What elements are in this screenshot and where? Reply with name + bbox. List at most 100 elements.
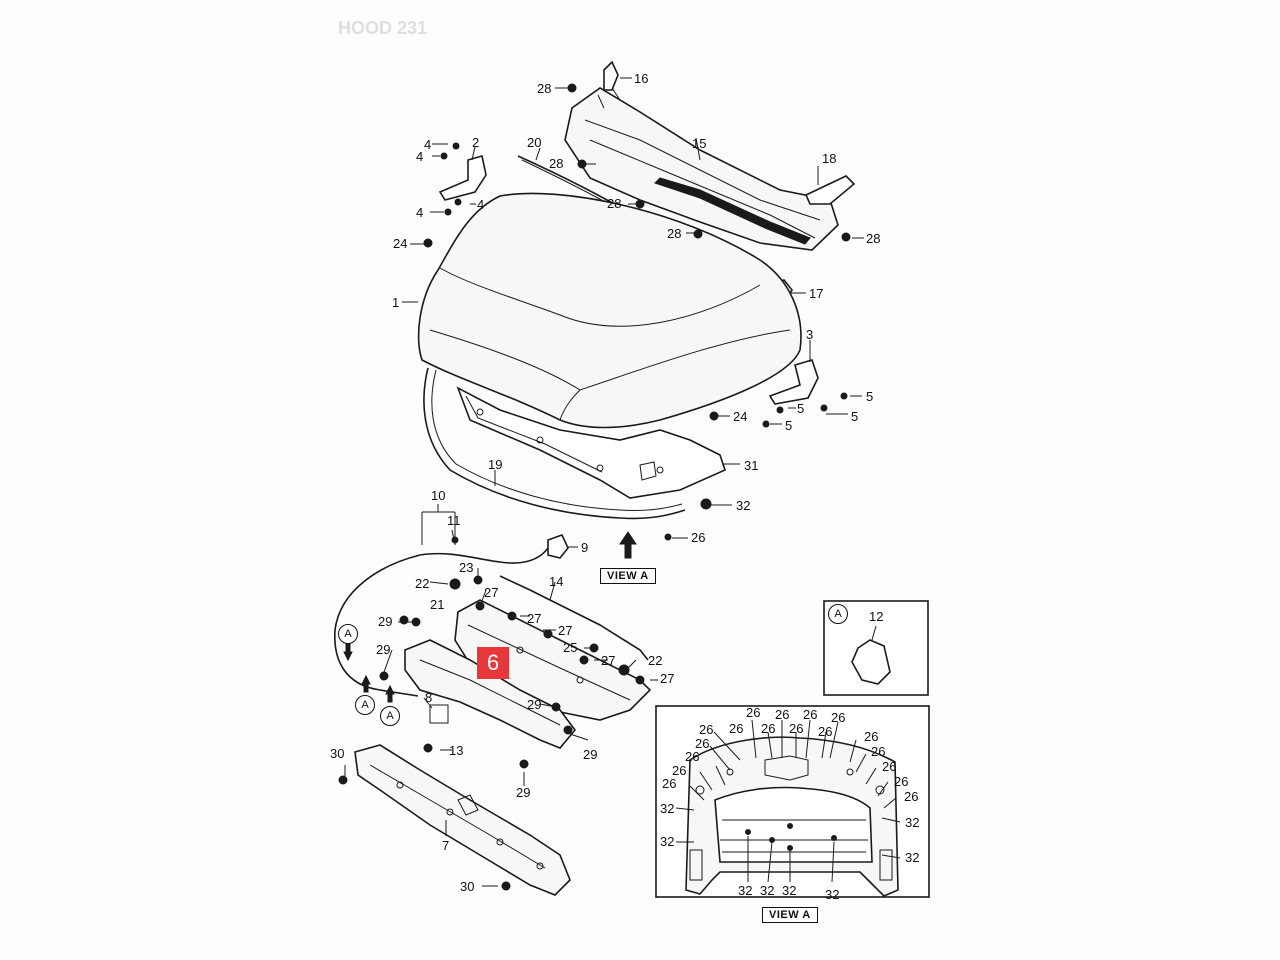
view-a-leader-lines — [675, 719, 901, 883]
label-part-13: 13 — [449, 743, 464, 758]
circle-a-inset: A — [828, 604, 848, 624]
label-part-8: 8 — [425, 690, 433, 705]
hood-hinge-left-2 — [438, 154, 487, 201]
label-view-32-8: 32 — [825, 887, 840, 902]
circle-a-right: A — [380, 706, 400, 726]
cowl-top-panel — [564, 87, 839, 251]
label-view-26-1: 26 — [746, 705, 761, 720]
label-view-26-5: 26 — [699, 722, 714, 737]
label-part-29-a: 29 — [378, 614, 393, 629]
leader-lines — [344, 77, 864, 887]
label-view-26-13: 26 — [685, 749, 700, 764]
label-part-14: 14 — [549, 574, 564, 589]
label-part-16: 16 — [634, 71, 649, 86]
label-part-4-d: 4 — [477, 197, 485, 212]
arrow-a-upper — [343, 643, 353, 662]
label-view-32-5: 32 — [738, 883, 753, 898]
label-part-17: 17 — [809, 286, 824, 301]
view-a-arrow — [619, 531, 637, 559]
label-view-26-16: 26 — [894, 774, 909, 789]
label-part-29-b: 29 — [376, 642, 391, 657]
fasteners — [338, 83, 851, 891]
label-part-10: 10 — [431, 488, 446, 503]
cowl-clip-16 — [603, 60, 619, 91]
hood-hinge-right-3 — [768, 359, 819, 405]
label-view-26-9: 26 — [818, 724, 833, 739]
label-part-29-c: 29 — [527, 697, 542, 712]
label-part-5-c: 5 — [851, 409, 859, 424]
label-part-12: 12 — [869, 609, 884, 624]
hood-panel — [417, 192, 802, 429]
label-part-31: 31 — [744, 458, 759, 473]
label-view-26-2: 26 — [775, 707, 790, 722]
label-view-26-6: 26 — [729, 721, 744, 736]
label-part-20: 20 — [527, 135, 542, 150]
label-part-27-c: 27 — [558, 623, 573, 638]
label-part-27-b: 27 — [527, 611, 542, 626]
label-view-26-7: 26 — [761, 721, 776, 736]
view-a-label-inset: VIEW A — [762, 907, 818, 923]
label-part-9: 9 — [581, 540, 589, 555]
cowl-side-piece-18 — [804, 175, 856, 205]
label-part-5-d: 5 — [785, 418, 793, 433]
label-part-3: 3 — [806, 327, 814, 342]
label-part-4-b: 4 — [416, 149, 424, 164]
hood-release-cable-10 — [334, 554, 421, 697]
arrow-a-left — [361, 674, 371, 693]
radiator-core-support-7 — [354, 744, 571, 896]
label-part-25: 25 — [563, 640, 578, 655]
label-part-5-b: 5 — [797, 401, 805, 416]
label-part-4-a: 4 — [424, 137, 432, 152]
label-part-28-e: 28 — [866, 231, 881, 246]
label-view-32-7: 32 — [782, 883, 797, 898]
label-part-28-b: 28 — [549, 156, 564, 171]
hood-underside-view — [685, 736, 899, 897]
label-view-32-1: 32 — [660, 801, 675, 816]
circle-a-upper: A — [338, 624, 358, 644]
label-part-5-a: 5 — [866, 389, 874, 404]
label-part-28-c: 28 — [607, 196, 622, 211]
label-part-26-a: 26 — [691, 530, 706, 545]
highlight-badge-6: 6 — [477, 647, 509, 679]
hood-insulator-31 — [456, 386, 726, 499]
label-part-24-a: 24 — [393, 236, 408, 251]
label-view-26-11: 26 — [695, 736, 710, 751]
label-view-32-4: 32 — [905, 850, 920, 865]
label-view-26-18: 26 — [904, 789, 919, 804]
label-view-26-3: 26 — [803, 707, 818, 722]
label-view-32-2: 32 — [905, 815, 920, 830]
label-part-23: 23 — [459, 560, 474, 575]
label-part-30-b: 30 — [460, 879, 475, 894]
label-part-15: 15 — [692, 136, 707, 151]
label-part-28-a: 28 — [537, 81, 552, 96]
label-view-26-8: 26 — [789, 721, 804, 736]
label-view-26-15: 26 — [672, 763, 687, 778]
label-view-26-4: 26 — [831, 710, 846, 725]
lock-support-8 — [404, 639, 577, 749]
label-part-28-d: 28 — [667, 226, 682, 241]
hood-stay-clip-12 — [851, 639, 891, 685]
label-part-22-a: 22 — [415, 576, 430, 591]
label-part-27-e: 27 — [660, 671, 675, 686]
label-part-29-e: 29 — [516, 785, 531, 800]
label-part-32-a: 32 — [736, 498, 751, 513]
hood-lock-9 — [547, 534, 569, 559]
label-part-27-a: 27 — [484, 585, 499, 600]
hood-front-strip-19 — [423, 367, 686, 520]
label-part-2: 2 — [472, 135, 480, 150]
label-view-32-3: 32 — [660, 834, 675, 849]
circle-a-left: A — [355, 695, 375, 715]
label-part-19: 19 — [488, 457, 503, 472]
label-view-26-17: 26 — [662, 776, 677, 791]
label-part-29-d: 29 — [583, 747, 598, 762]
arrow-a-right — [385, 684, 395, 703]
label-view-32-6: 32 — [760, 883, 775, 898]
label-part-30-a: 30 — [330, 746, 345, 761]
label-part-22-b: 22 — [648, 653, 663, 668]
label-view-26-12: 26 — [871, 744, 886, 759]
label-part-27-d: 27 — [601, 653, 616, 668]
label-view-26-14: 26 — [882, 759, 897, 774]
faded-header-code: HOOD 231 — [338, 18, 428, 38]
support-rod-14 — [499, 575, 649, 661]
